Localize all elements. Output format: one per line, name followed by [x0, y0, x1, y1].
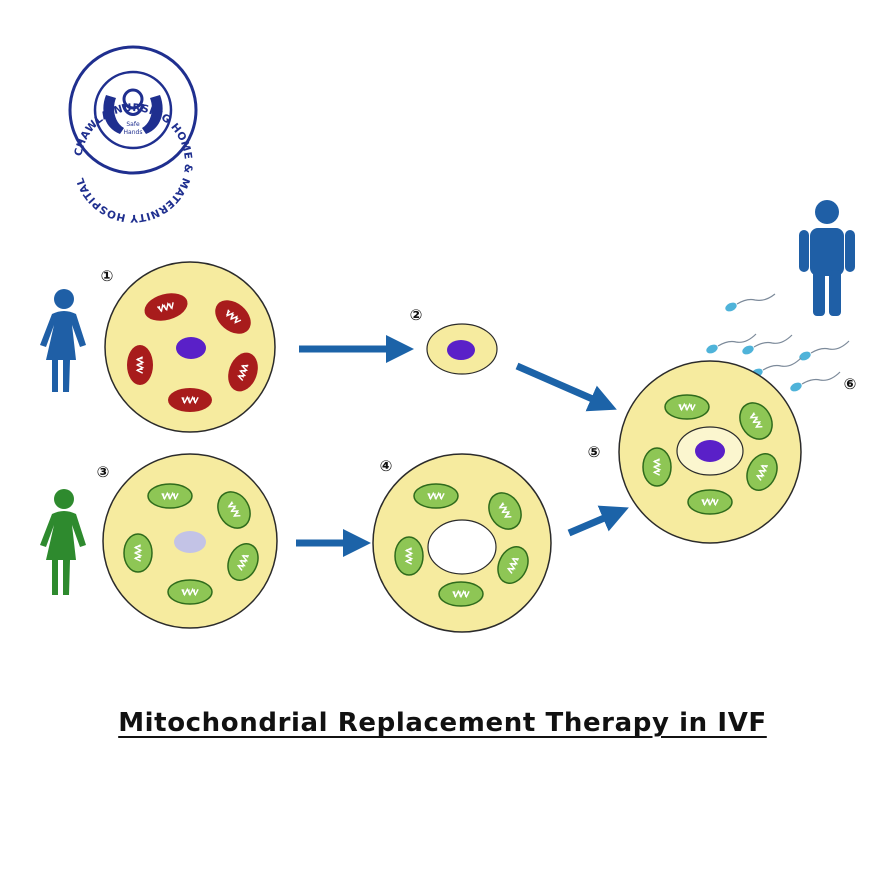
healthy-mitochondrion: [642, 447, 672, 487]
donor-figure-icon: [40, 489, 86, 595]
cell-2-extracted-nucleus: [426, 323, 498, 375]
healthy-mitochondrion: [217, 491, 251, 529]
step-1-label: ①: [101, 267, 114, 285]
sperm-icon: [790, 371, 841, 392]
healthy-mitochondrion: [664, 394, 710, 420]
defective-mitochondrion: [127, 345, 153, 385]
logo-safe-text: Safe: [126, 121, 140, 128]
left-hand-icon: [103, 95, 124, 134]
healthy-mitochondrion: [746, 453, 778, 491]
healthy-mitochondrion: [394, 536, 424, 576]
defective-mitochondrion: [228, 352, 258, 392]
healthy-mitochondrion: [167, 579, 213, 605]
healthy-mitochondrion: [687, 489, 733, 515]
diagram-caption: Mitochondrial Replacement Therapy in IVF: [118, 708, 767, 738]
cell-4-enucleated-donor-egg: [372, 453, 552, 633]
healthy-mitochondrion: [413, 483, 459, 509]
healthy-mitochondrion: [147, 483, 193, 509]
healthy-mitochondrion: [438, 581, 484, 607]
sperm-icon: [799, 340, 850, 361]
defective-mitochondrion: [144, 293, 188, 321]
step-2-label: ②: [410, 306, 423, 324]
sperm-group: [706, 293, 850, 392]
step-5-label: ⑤: [588, 443, 601, 461]
nucleus: [447, 340, 475, 360]
right-hand-icon: [142, 95, 163, 134]
sperm-icon: [742, 334, 793, 355]
defective-mitochondrion: [168, 388, 212, 412]
step-labels: ① ② ③ ④ ⑤ ⑥: [97, 267, 857, 481]
nucleus: [176, 337, 206, 359]
step-3-label: ③: [97, 463, 110, 481]
healthy-mitochondrion: [123, 533, 153, 573]
healthy-mitochondrion: [488, 492, 522, 530]
logo-hands-text: Hands: [124, 129, 143, 136]
arrow-2-to-5: [515, 362, 617, 412]
nucleus: [695, 440, 725, 462]
process-arrows: [296, 335, 629, 557]
healthy-mitochondrion: [497, 546, 529, 584]
healthy-mitochondrion: [739, 402, 773, 440]
sperm-icon: [725, 293, 776, 312]
step-6-label: ⑥: [844, 375, 857, 393]
cell-1-mother-egg: [104, 261, 276, 433]
sperm-icon: [706, 333, 757, 354]
father-figure-icon: [799, 200, 855, 316]
step-4-label: ④: [380, 457, 393, 475]
defective-mitochondrion: [215, 300, 251, 334]
healthy-mitochondrion: [227, 543, 259, 581]
empty-nucleus-space: [427, 519, 497, 575]
hospital-logo: CHAWLA NURSING HOME & MATERNITY HOSPITAL…: [68, 45, 198, 224]
mother-figure-icon: [40, 289, 86, 392]
mother-baby-icon: [122, 88, 144, 110]
cell-5-reconstructed-egg: [618, 360, 802, 544]
donor-nucleus: [174, 531, 206, 553]
arrow-4-to-5: [567, 505, 629, 537]
cell-3-donor-egg: [102, 453, 278, 629]
